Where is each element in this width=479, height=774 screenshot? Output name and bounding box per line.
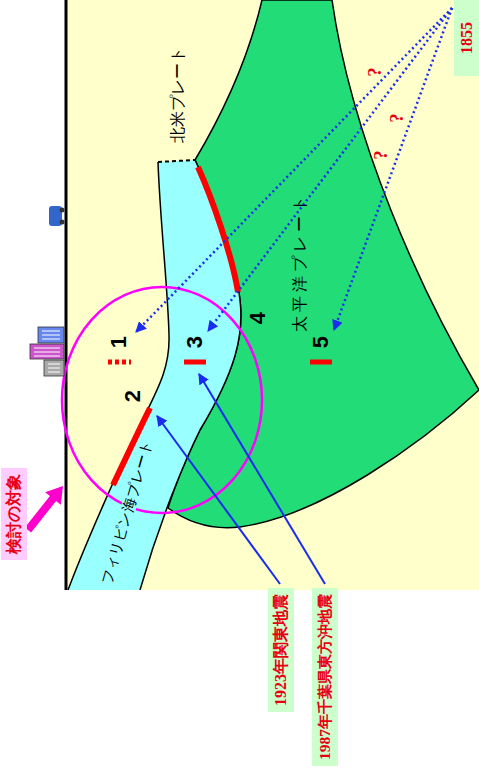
car-wheel bbox=[60, 220, 65, 225]
leader-arrow bbox=[199, 374, 325, 584]
callout-number: 2 bbox=[122, 390, 144, 402]
target-box: 検討の対象 bbox=[1, 468, 27, 560]
plate-boundary bbox=[140, 160, 241, 590]
fault-mark bbox=[184, 360, 206, 365]
building-windows bbox=[34, 331, 60, 372]
fault-segment bbox=[198, 167, 238, 292]
philippine-sea-plate bbox=[68, 160, 241, 590]
question-mark: ? bbox=[365, 67, 384, 77]
leader-line bbox=[208, 8, 452, 331]
event-label: 1855 bbox=[457, 22, 475, 54]
plate-edge-dashed bbox=[158, 160, 195, 162]
leader-line bbox=[136, 8, 452, 332]
question-mark: ? bbox=[371, 150, 390, 160]
callout-number: 4 bbox=[247, 312, 269, 324]
plate-boundary bbox=[68, 162, 169, 590]
fault-mark bbox=[310, 360, 332, 365]
callout-number: 5 bbox=[310, 336, 332, 348]
event-box: 1923年関東地震 bbox=[268, 588, 294, 712]
plate-name: 北米プレート bbox=[170, 47, 186, 143]
callout-number: 1 bbox=[108, 336, 130, 348]
plate-name: 太平洋プレート bbox=[292, 192, 308, 332]
callout-number: 3 bbox=[184, 336, 206, 348]
ground-surface bbox=[65, 0, 68, 590]
event-box: 1987年千葉県東方沖地震 bbox=[312, 588, 338, 766]
leader-line bbox=[334, 8, 452, 330]
leader-arrow bbox=[157, 416, 280, 584]
car-wheel bbox=[60, 208, 65, 213]
target-arrow bbox=[25, 486, 63, 533]
city-icon bbox=[30, 327, 64, 376]
study-area-circle bbox=[62, 287, 262, 513]
event-box: 1855 bbox=[454, 0, 479, 76]
question-mark: ? bbox=[387, 113, 406, 123]
north-american-plate bbox=[67, 0, 479, 590]
event-label: 検討の対象 bbox=[5, 474, 23, 554]
event-label: 1923年関東地震 bbox=[272, 594, 290, 706]
car-icon bbox=[49, 206, 65, 226]
event-label: 1987年千葉県東方沖地震 bbox=[316, 594, 334, 760]
fault-mark bbox=[108, 360, 131, 365]
